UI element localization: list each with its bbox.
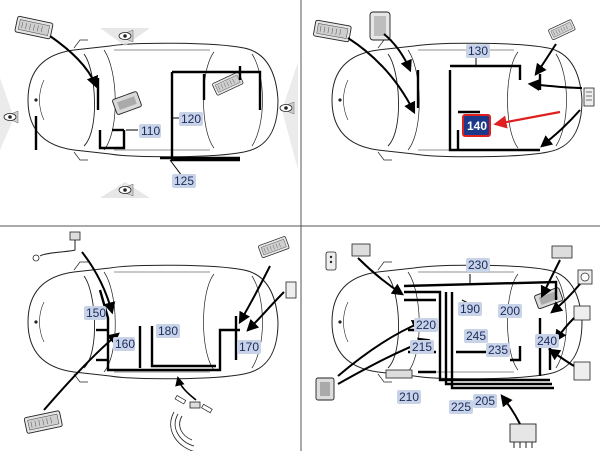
connector-icon <box>573 305 591 321</box>
panel-bottom-left <box>23 231 297 451</box>
callout-label: 180 <box>158 324 178 338</box>
callout-label: 130 <box>468 44 488 58</box>
callout-label: 210 <box>399 390 419 404</box>
callout-label: 110 <box>141 124 160 138</box>
callout-label: 230 <box>468 258 488 272</box>
camera-icon <box>0 78 19 150</box>
callout-label: 220 <box>416 318 436 332</box>
camera-icon <box>100 182 150 198</box>
callout-label: 190 <box>460 302 480 316</box>
callout-label: 235 <box>488 343 508 357</box>
panel-top-right <box>312 11 595 161</box>
sensor-icon <box>577 269 593 285</box>
callout-label: 170 <box>239 340 259 354</box>
callout-label: 120 <box>181 112 201 126</box>
sensor-icon <box>573 361 591 381</box>
control-unit-icon <box>509 423 537 448</box>
connector-icon <box>385 369 413 379</box>
control-unit-icon <box>14 15 54 40</box>
callout-label: 125 <box>174 174 194 188</box>
control-unit-icon <box>369 11 391 41</box>
callout-label: 205 <box>475 394 495 408</box>
antenna-icon <box>32 231 81 262</box>
car-outline <box>27 39 279 161</box>
connector-icon <box>583 87 595 107</box>
callout-label: 245 <box>466 329 486 343</box>
camera-icon <box>100 28 150 46</box>
control-unit-icon <box>315 377 335 401</box>
control-unit-icon <box>547 19 576 41</box>
callout-label-highlight: 140 <box>467 119 487 133</box>
connector-icon <box>285 281 297 299</box>
panel-top-left <box>0 15 298 198</box>
control-unit-icon <box>211 71 244 96</box>
callout-label: 200 <box>500 304 520 318</box>
callout-label: 240 <box>537 334 557 348</box>
control-unit-icon <box>23 410 63 435</box>
car-outline <box>331 261 583 383</box>
camera-icon <box>279 62 298 170</box>
control-unit-icon <box>257 235 290 259</box>
highlight-box <box>462 114 491 137</box>
satellite-icon <box>170 394 213 451</box>
control-unit-icon <box>312 19 352 43</box>
callout-label: 150 <box>86 306 106 320</box>
callout-label: 225 <box>451 400 471 414</box>
callout-label: 160 <box>115 337 135 351</box>
callout-label: 215 <box>412 340 432 354</box>
control-unit-icon <box>551 245 573 259</box>
callout-labels: 110 120 125 130 140 150 160 170 180 190 … <box>84 44 559 414</box>
sensor-icon <box>325 251 337 271</box>
control-unit-icon <box>351 243 371 257</box>
control-unit-icon <box>112 91 142 115</box>
